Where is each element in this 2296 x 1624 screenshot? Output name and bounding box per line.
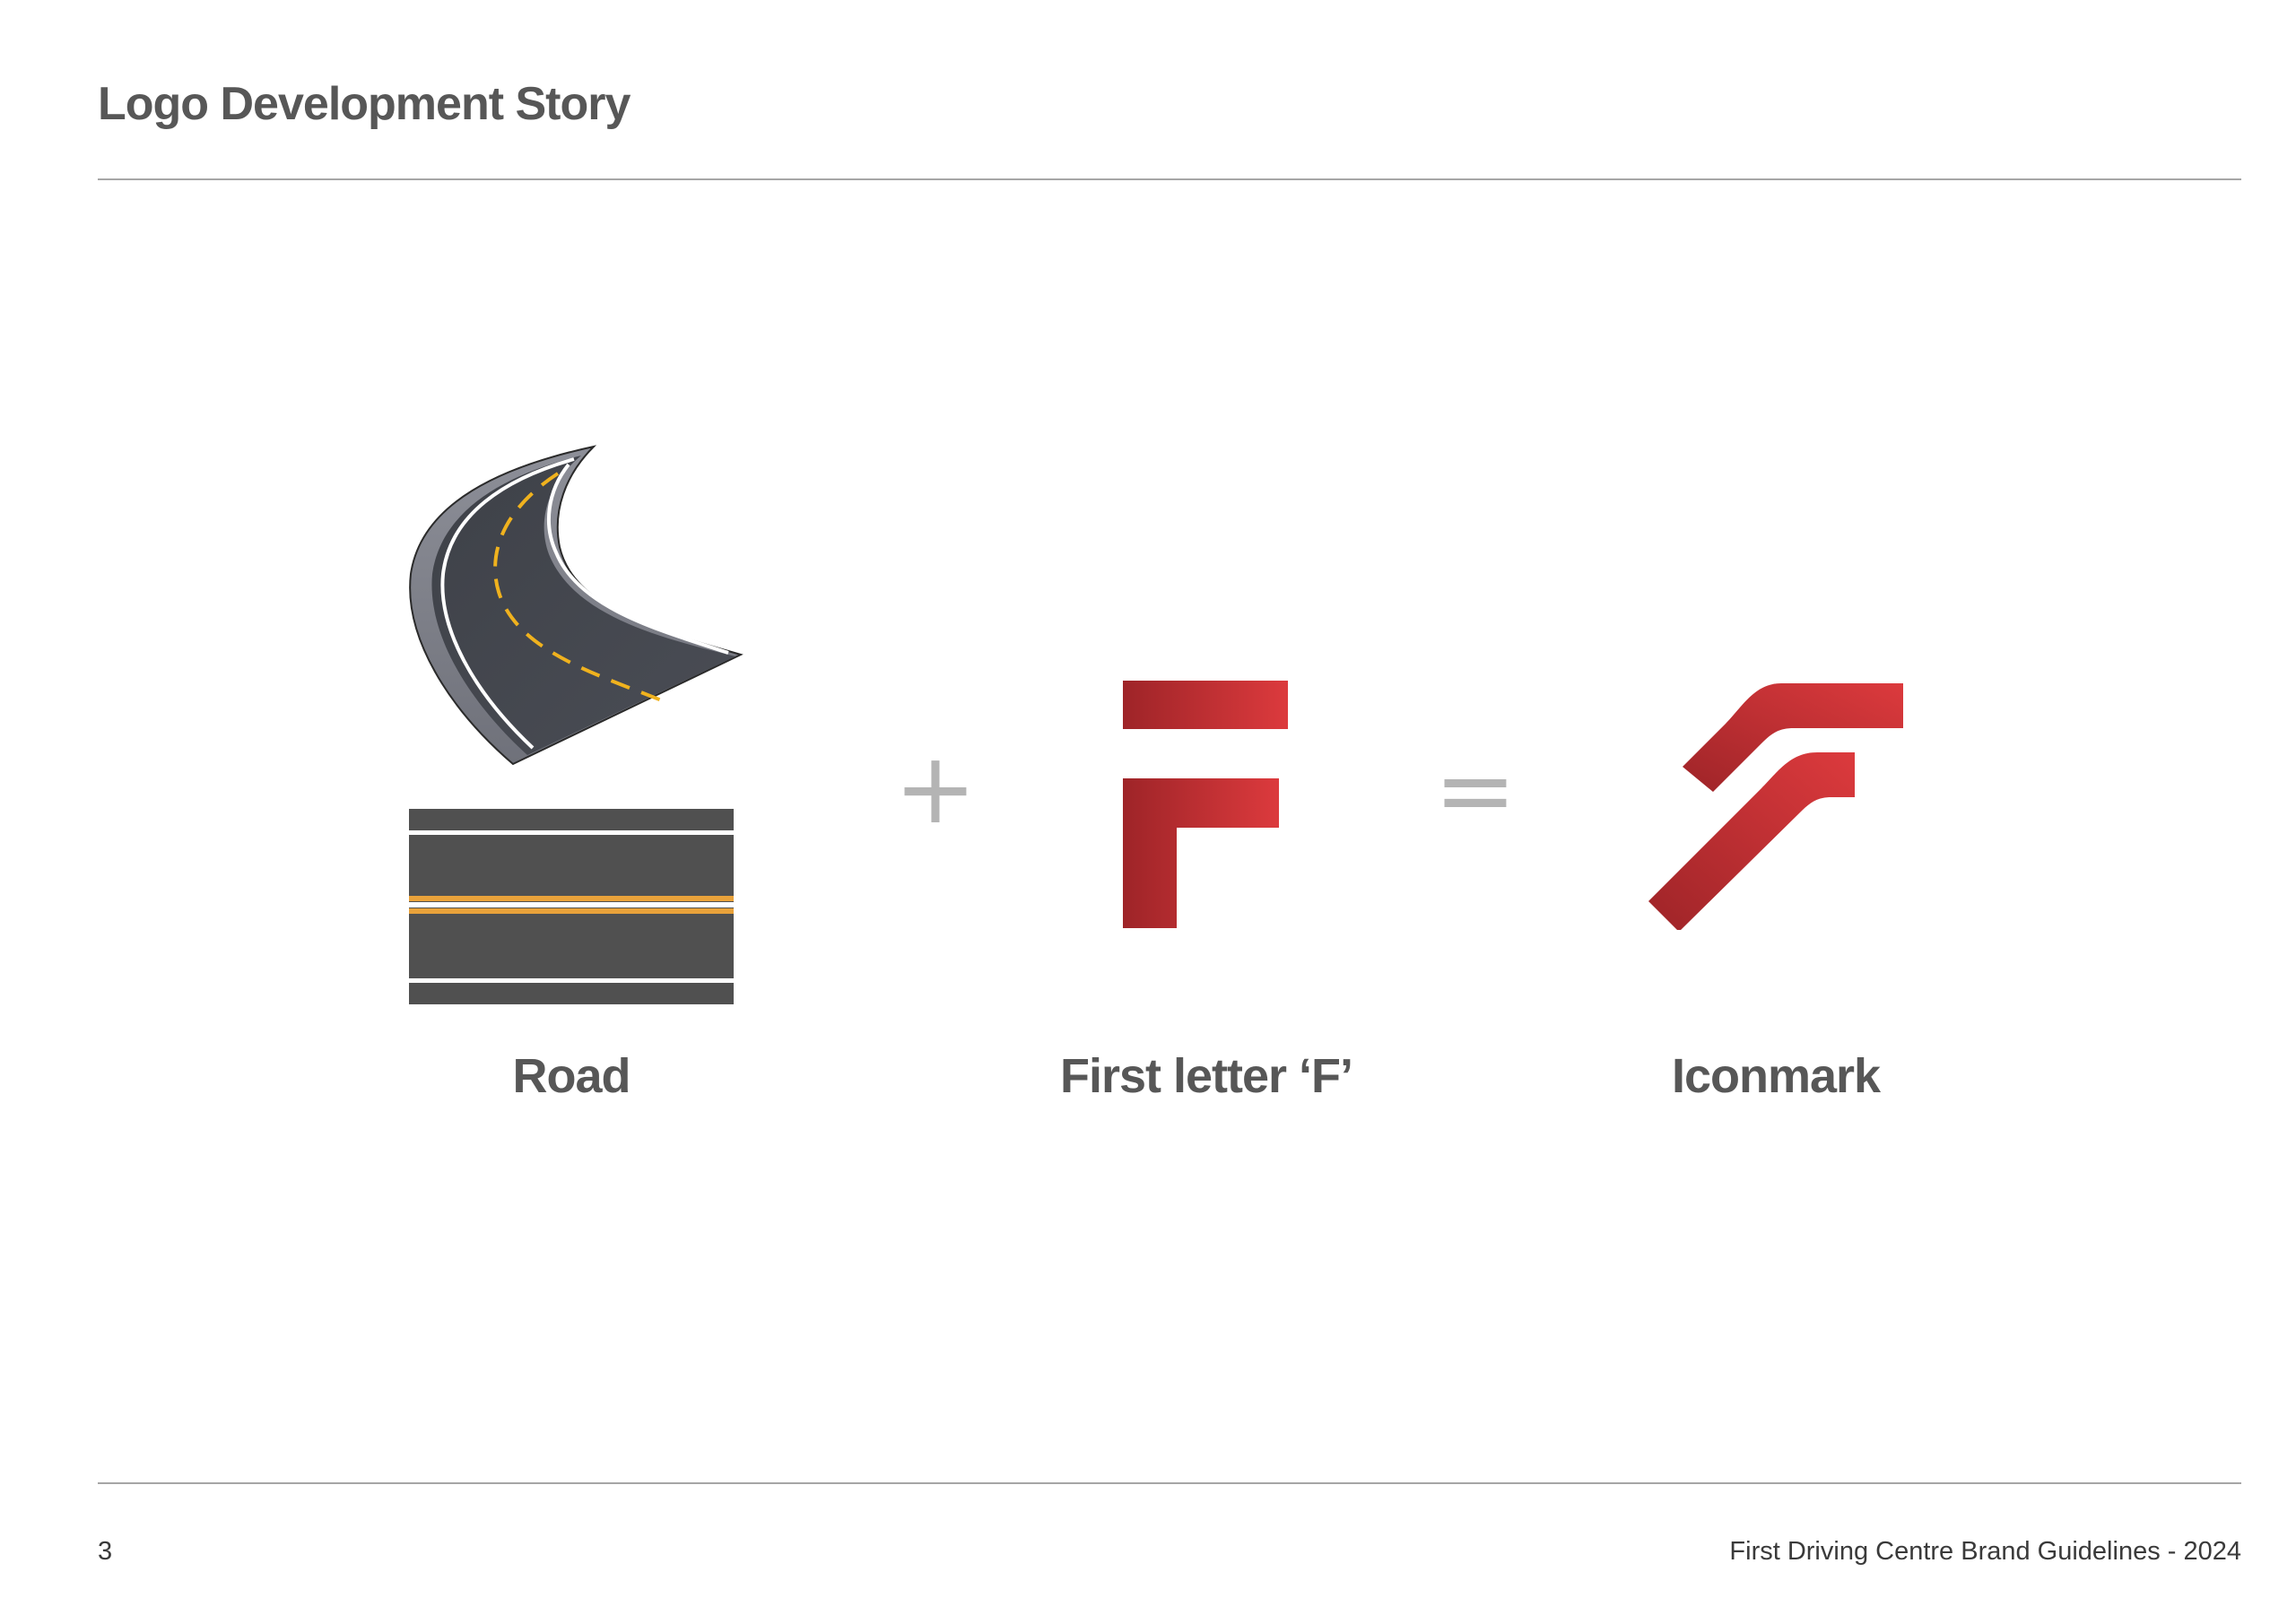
page-number: 3 <box>98 1537 113 1566</box>
caption-first-letter: First letter ‘F’ <box>1059 1049 1353 1103</box>
plus-sign: + <box>893 731 978 846</box>
caption-road: Road <box>512 1049 631 1103</box>
page-title: Logo Development Story <box>98 78 631 130</box>
iconmark-logo <box>1648 683 1903 930</box>
footer-text: First Driving Centre Brand Guidelines - … <box>1729 1537 2241 1566</box>
letter-f-mark <box>1123 681 1288 928</box>
footer-divider <box>98 1482 2241 1484</box>
caption-iconmark: Iconmark <box>1671 1049 1881 1103</box>
header-divider <box>98 178 2241 180</box>
equals-sign: = <box>1433 733 1518 847</box>
straight-road-illustration <box>409 809 734 1004</box>
curved-road-illustration <box>409 445 744 766</box>
